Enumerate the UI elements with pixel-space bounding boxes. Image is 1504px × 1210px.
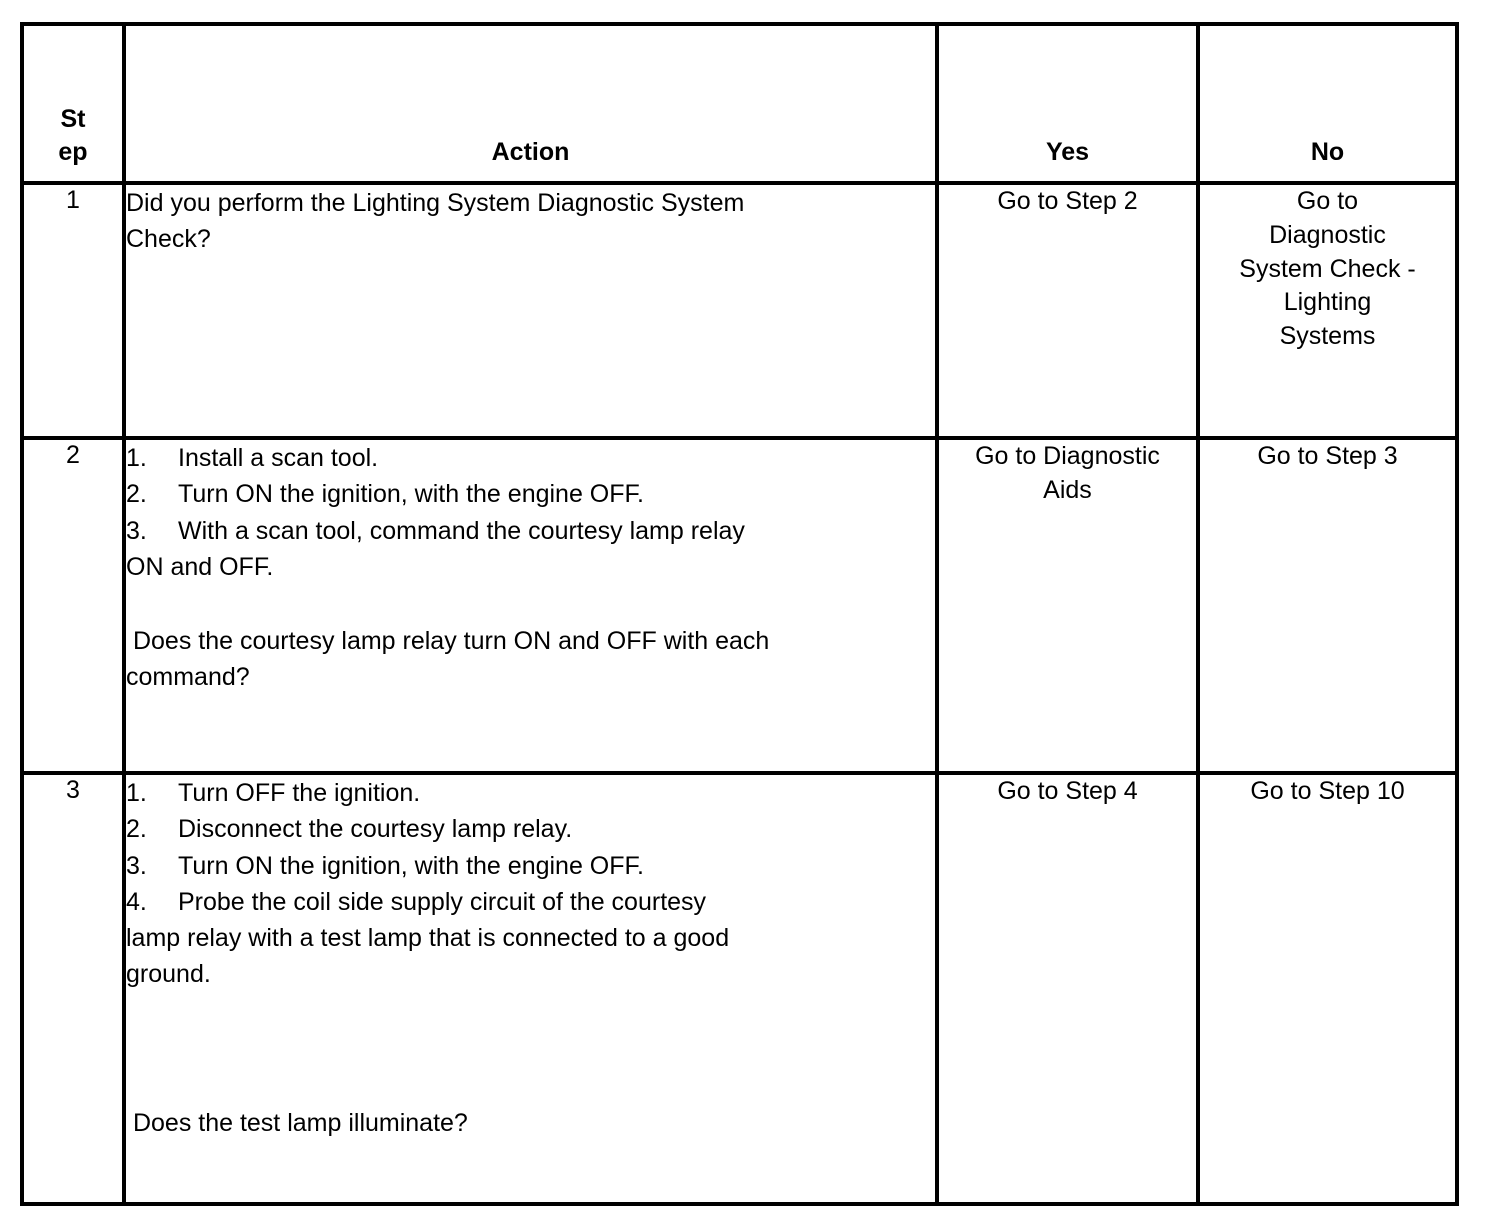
column-header-yes: Yes [935,22,1200,185]
action-question-line: command? [126,663,250,692]
diagnostic-procedure-table: St ep Action Yes No 1 Did you perform th… [20,22,1459,1206]
list-item: 1. Turn OFF the ignition. [126,775,935,811]
column-header-step: St ep [20,22,126,185]
spacer [126,993,935,1105]
column-header-step-line1: St [60,105,86,133]
action-step-list: 1. Turn OFF the ignition. 2. Disconnect th… [126,775,935,920]
action-continuation-line: ON and OFF. [126,552,274,581]
no-answer-line: Systems [1279,322,1376,350]
list-item: 2. Turn ON the ignition, with the engine … [126,476,935,512]
list-item: 1. Install a scan tool. [126,440,935,476]
list-item-text: Turn ON the ignition, with the engine OF… [178,480,644,509]
no-answer-line: Go to Step 3 [1257,442,1398,470]
list-item-text: Turn ON the ignition, with the engine OF… [178,851,644,880]
action-cell: 1. Install a scan tool. 2. Turn ON the ign… [122,436,939,775]
list-item: 3. Turn ON the ignition, with the engine … [126,848,935,884]
yes-answer-line: Go to Step 2 [997,187,1138,215]
yes-answer-line: Go to Diagnostic [975,442,1160,470]
table-header-row: St ep Action Yes No [20,22,1459,185]
step-number: 2 [20,436,126,775]
list-item-number: 2. [126,480,147,509]
list-item-text: Disconnect the courtesy lamp relay. [178,815,573,844]
list-item: 4. Probe the coil side supply circuit of … [126,884,935,920]
no-answer-line: System Check - [1239,254,1416,283]
list-item-number: 3. [126,851,147,880]
column-header-no: No [1196,22,1459,185]
table-row: 3 1. Turn OFF the ignition. 2. Disconnect … [20,771,1459,1206]
list-item-number: 1. [126,779,147,807]
action-question-line: Check? [126,225,211,254]
list-item: 3. With a scan tool, command the courtesy… [126,513,935,549]
list-item-number: 2. [126,815,147,844]
yes-answer-cell: Go to Step 4 [935,771,1200,1206]
action-cell: 1. Turn OFF the ignition. 2. Disconnect th… [122,771,939,1206]
no-answer-cell: Go to Step 10 [1196,771,1459,1206]
list-item-number: 3. [126,516,147,545]
spacer [126,585,935,623]
list-item: 2. Disconnect the courtesy lamp relay. [126,811,935,847]
no-answer-line: Diagnostic [1269,220,1386,249]
action-continuation-line: lamp relay with a test lamp that is conn… [126,924,730,952]
action-continuation-line: ground. [126,960,211,989]
list-item-text: Install a scan tool. [178,444,379,472]
action-step-list: 1. Install a scan tool. 2. Turn ON the ign… [126,440,935,549]
action-question-line: Did you perform the Lighting System Diag… [126,189,745,217]
table-row: 1 Did you perform the Lighting System Di… [20,181,1459,440]
list-item-text: With a scan tool, command the courtesy l… [178,516,745,545]
no-answer-line: Go to Step 10 [1250,777,1405,805]
yes-answer-line: Aids [1043,475,1092,504]
list-item-text: Probe the coil side supply circuit of th… [178,887,707,916]
yes-answer-line: Go to Step 4 [997,777,1138,805]
step-number: 1 [20,181,126,440]
list-item-text: Turn OFF the ignition. [178,779,421,807]
list-item-number: 4. [126,887,147,916]
column-header-step-line2: ep [58,138,88,166]
no-answer-line: Lighting [1283,288,1372,317]
step-number: 3 [20,771,126,1206]
table-row: 2 1. Install a scan tool. 2. Turn ON the i… [20,436,1459,775]
action-question-line: Does the courtesy lamp relay turn ON and… [126,627,770,655]
no-answer-cell: Go to Step 3 [1196,436,1459,775]
action-cell: Did you perform the Lighting System Diag… [122,181,939,440]
list-item-number: 1. [126,444,147,472]
action-question-line: Does the test lamp illuminate? [126,1108,468,1137]
no-answer-cell: Go to Diagnostic System Check - Lighting… [1196,181,1459,440]
no-answer-line: Go to [1296,187,1359,215]
yes-answer-cell: Go to Diagnostic Aids [935,436,1200,775]
yes-answer-cell: Go to Step 2 [935,181,1200,440]
column-header-action: Action [122,22,939,185]
